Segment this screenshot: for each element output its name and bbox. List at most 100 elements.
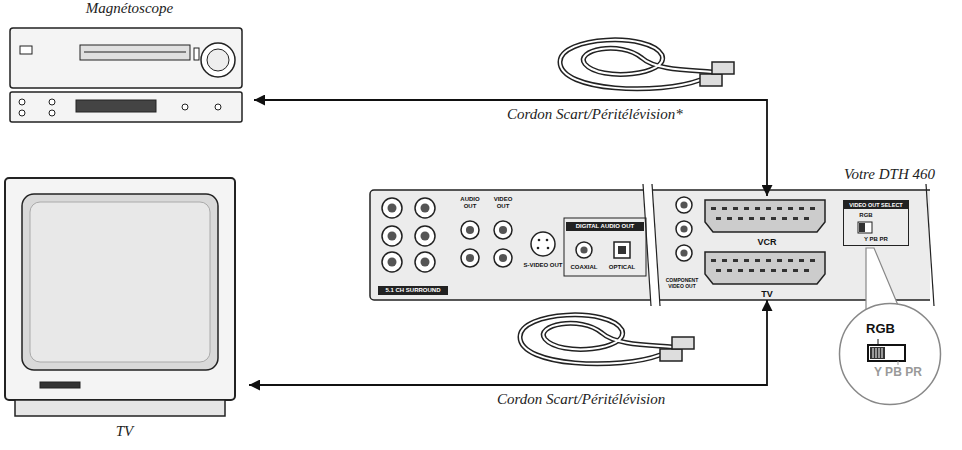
optical-jack [618, 246, 626, 254]
rca-jack [494, 221, 512, 239]
switch-title: VIDEO OUT SELECT [844, 201, 908, 209]
switch-position: Y PB PR [844, 236, 908, 243]
rca-jack [680, 201, 687, 208]
rca-jack [676, 245, 692, 261]
scart-pin [744, 207, 749, 210]
s-video-pin [547, 247, 550, 250]
device-label: Magnétoscope [5, 0, 254, 17]
scart-pin [799, 207, 804, 210]
select-switch [859, 223, 865, 232]
scart-pin [788, 259, 793, 262]
dvd-back-panel: Votre DTH 460VCRTVVIDEO OUT SELECTRGBY P… [370, 190, 935, 300]
scart-pin [777, 207, 782, 210]
scart-pin [716, 217, 721, 220]
scart-socket [705, 252, 825, 284]
switch-slider [870, 347, 885, 359]
scart-pin [782, 269, 787, 272]
rca-jack [499, 226, 507, 234]
panel-break [926, 184, 934, 306]
switch-grip [876, 348, 877, 358]
panel-marking: 5.1 CH SURROUND [378, 286, 448, 295]
connector-label: VCR [705, 237, 829, 247]
scart-cable [520, 315, 694, 364]
rca-jack [421, 232, 430, 241]
panel-break [930, 184, 962, 306]
rca-jack [415, 198, 435, 218]
scart-pin [760, 217, 765, 220]
rca-jack [382, 252, 402, 272]
connector-label: TV [705, 289, 829, 299]
panel-marking: DIGITAL AUDIO OUT [566, 222, 644, 231]
scart-pin [771, 217, 776, 220]
rca-jack [415, 252, 435, 272]
cable-arrow [254, 100, 767, 196]
scart-pin [711, 207, 716, 210]
switch-grip [879, 348, 880, 358]
panel-marking: S-VIDEO OUT [522, 262, 564, 269]
scart-pin [733, 207, 738, 210]
rca-jack [382, 226, 402, 246]
rca-jack [466, 226, 474, 234]
digital-audio-frame [564, 218, 646, 276]
vcr-unit [10, 28, 242, 122]
s-video-pin [537, 247, 540, 250]
switch-grip [882, 348, 883, 358]
rca-jack [680, 249, 687, 256]
rca-jack [388, 232, 397, 241]
rca-jack [499, 254, 507, 262]
scart-pin [738, 217, 743, 220]
switch-position: Y PB PR [874, 366, 922, 380]
scart-pin [744, 259, 749, 262]
rca-jack [680, 225, 687, 232]
scart-cable [560, 40, 734, 89]
device-label: Votre DTH 460 [844, 166, 935, 183]
rca-jack [421, 258, 430, 267]
switch-position: RGB [866, 322, 895, 337]
callout-circle [840, 304, 941, 405]
scart-pin [804, 269, 809, 272]
rca-jack [461, 249, 479, 267]
scart-pin [777, 259, 782, 262]
rca-jack [382, 198, 402, 218]
scart-pin [722, 259, 727, 262]
scart-pin [738, 269, 743, 272]
rca-jack [494, 249, 512, 267]
scart-pin [711, 259, 716, 262]
tv-set [5, 178, 235, 416]
s-video-jack [531, 232, 555, 256]
panel-marking: COAXIAL [566, 264, 602, 271]
scart-pin [727, 269, 732, 272]
scart-pin [810, 207, 815, 210]
device-label: TV [0, 423, 249, 440]
scart-pin [722, 207, 727, 210]
scart-pin [755, 207, 760, 210]
scart-pin [755, 259, 760, 262]
scart-pin [733, 259, 738, 262]
cable-label: Cordon Scart/Péritélévision* [505, 106, 685, 123]
tv-device: TV [0, 170, 249, 440]
panel-marking: COMPONENT VIDEO OUT [662, 278, 702, 289]
select-switch [858, 222, 872, 233]
zoom-callout: RGB Y PB PR [838, 302, 942, 406]
panel-break [652, 184, 660, 306]
scart-pin [799, 259, 804, 262]
scart-socket [705, 200, 825, 232]
panel-marking: OPTICAL [604, 264, 640, 271]
cable-label: Cordon Scart/Péritélévision [495, 391, 667, 408]
panel-marking: VIDEO OUT [488, 196, 518, 209]
scart-pin [810, 259, 815, 262]
video-out-select: VIDEO OUT SELECTRGBY PB PR [843, 200, 909, 246]
callout-circle [838, 302, 942, 406]
scart-pin [788, 207, 793, 210]
vcr-device: Magnétoscope [5, 0, 254, 128]
rca-jack [676, 197, 692, 213]
scart-pin [727, 217, 732, 220]
optical-jack [614, 242, 630, 258]
scart-pin [716, 269, 721, 272]
switch-body [868, 345, 905, 361]
rca-jack [676, 221, 692, 237]
switch-grip [873, 348, 874, 358]
scart-pin [771, 269, 776, 272]
